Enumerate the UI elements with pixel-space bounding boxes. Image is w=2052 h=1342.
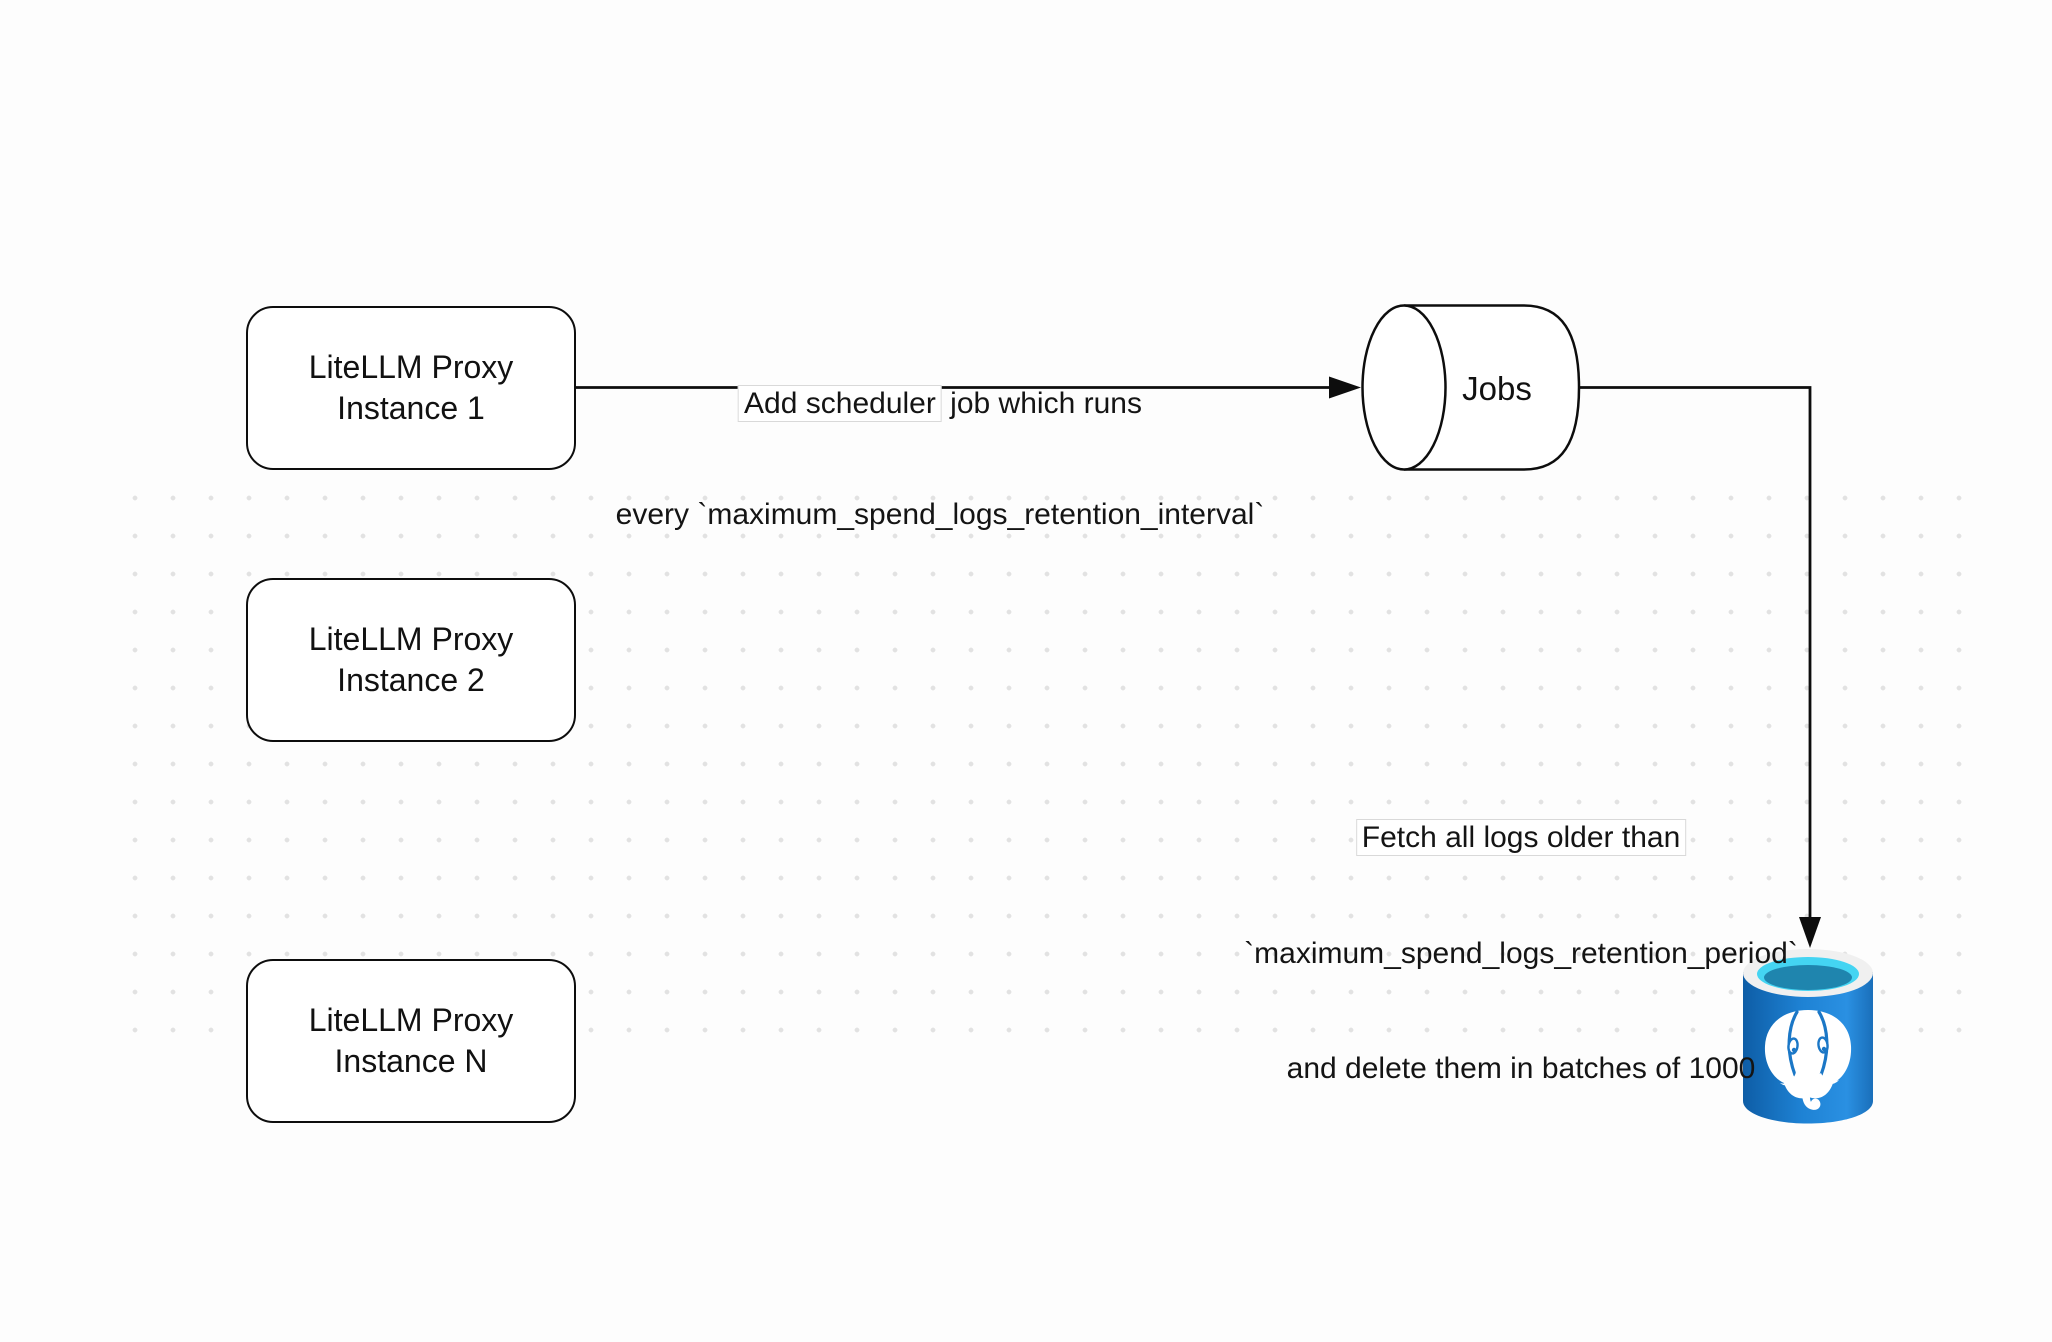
edge-label-line: `maximum_spend_logs_retention_period` bbox=[1244, 936, 1798, 970]
node-label-line: LiteLLM Proxy bbox=[308, 621, 514, 657]
node-label-line: Instance 2 bbox=[337, 662, 485, 698]
edge-label-highlight: Fetch all logs older than bbox=[1355, 819, 1687, 856]
edge-label-fetch-delete-logs: Fetch all logs older than `maximum_spend… bbox=[1244, 742, 1798, 1166]
node-litellm-proxy-instance-2: LiteLLM Proxy Instance 2 bbox=[246, 578, 576, 742]
edge-label-line: Fetch all logs older than bbox=[1244, 819, 1798, 858]
node-label-line: Instance 1 bbox=[337, 390, 485, 426]
postgres-opening-teal bbox=[1764, 965, 1852, 990]
edge-label-line: and delete them in batches of 1000 bbox=[1286, 1052, 1756, 1085]
node-label-line: LiteLLM Proxy bbox=[308, 349, 514, 385]
node-label-line: LiteLLM Proxy bbox=[308, 1002, 514, 1038]
postgresql-icon bbox=[1743, 949, 1873, 1124]
edge-label-line: Add scheduler job which runs bbox=[616, 385, 1265, 422]
node-litellm-proxy-instance-1: LiteLLM Proxy Instance 1 bbox=[246, 306, 576, 470]
jobs-cylinder-shape bbox=[1361, 304, 1581, 471]
node-label-line: Instance N bbox=[334, 1043, 488, 1079]
arrowhead-right-icon bbox=[1329, 376, 1361, 399]
edge-label-highlight: Add scheduler bbox=[738, 385, 942, 422]
edge-label-add-scheduler-job: Add scheduler job which runs every `maxi… bbox=[615, 311, 1265, 607]
arrowhead-down-icon bbox=[1799, 917, 1821, 948]
edge-jobs-to-postgres-line bbox=[1579, 386, 1812, 919]
jobs-node-label: Jobs bbox=[1462, 370, 1532, 407]
edge-label-text: job which runs bbox=[941, 387, 1142, 420]
postgres-elephant-icon bbox=[1764, 1010, 1852, 1110]
node-litellm-proxy-instance-n: LiteLLM Proxy Instance N bbox=[246, 959, 576, 1123]
edge-label-line: every `maximum_spend_logs_retention_inte… bbox=[615, 498, 1265, 531]
